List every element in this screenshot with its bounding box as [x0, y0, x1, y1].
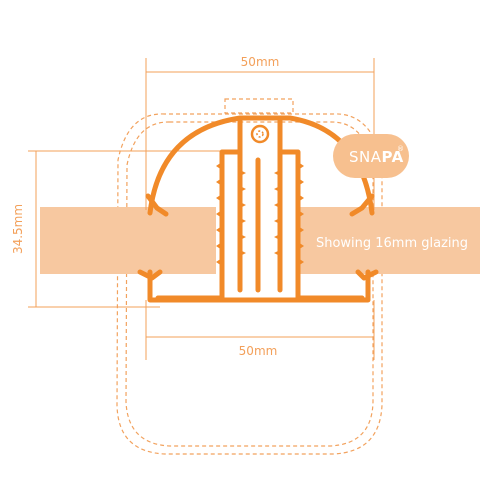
profile-serrations [216, 162, 304, 266]
profile-center-leg-outer-left [219, 149, 241, 301]
glazing-note: Showing 16mm glazing [316, 236, 468, 251]
screw-boss-icon [250, 124, 270, 144]
snapa-logo: SNAPA [349, 148, 404, 166]
snapa-badge: SNAPA ® [333, 134, 409, 178]
snapa-logo-bold: PA [382, 148, 404, 166]
dashed-outline-inner [125, 121, 374, 447]
dimension-height: 34.5mm [11, 204, 25, 254]
profile-base [147, 269, 371, 303]
profile-base-grip-right [355, 269, 379, 281]
dimension-top-width: 50mm [241, 55, 280, 69]
dimension-lines [28, 58, 375, 360]
profile-cap-grip-left [145, 193, 169, 217]
profile-center-leg-outer-right [279, 149, 301, 301]
profile-base-grip-left [137, 269, 163, 281]
dimension-bottom-width: 50mm [239, 344, 278, 358]
dashed-top-cap [224, 98, 294, 114]
snapa-logo-light: SNA [349, 148, 382, 166]
snapa-registered-mark: ® [397, 145, 404, 153]
glazing-panel-left [40, 207, 216, 274]
glazing-panel-right [300, 207, 480, 274]
profile-cap-grip-right [349, 193, 375, 217]
